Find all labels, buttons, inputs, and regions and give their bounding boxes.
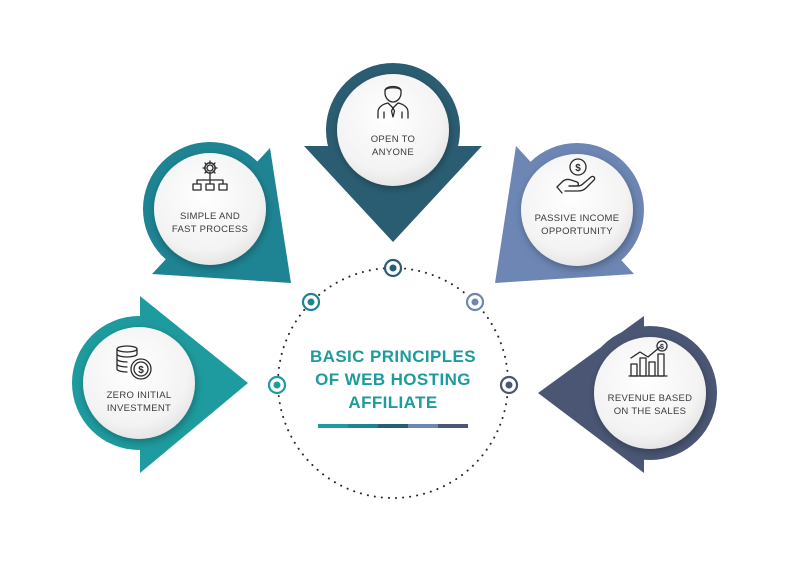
- gear-flowchart-icon: [192, 160, 228, 191]
- item-label-line-1: REVENUE BASED: [608, 393, 693, 404]
- title-line-2: OF WEB HOSTING: [315, 370, 471, 389]
- bar-chart-growth-icon: $: [628, 340, 668, 377]
- item-label-line-2: OPPORTUNITY: [541, 226, 613, 237]
- item-label-line-1: ZERO INITIAL: [107, 390, 172, 401]
- item-label-line-2: INVESTMENT: [107, 403, 171, 414]
- underline-segment: [438, 424, 468, 428]
- businessman-icon: [377, 85, 409, 119]
- item-disc: [521, 154, 633, 266]
- item-label-line-2: ON THE SALES: [614, 406, 687, 417]
- principle-open-to-anyone: OPEN TO ANYONE: [304, 63, 482, 242]
- coins-dollar-icon: $: [116, 345, 152, 380]
- item-label-line-2: ANYONE: [372, 147, 414, 158]
- item-disc: [83, 327, 195, 439]
- principle-simple-and-fast-process: SIMPLE AND FAST PROCESS: [143, 142, 291, 283]
- item-label-line-2: FAST PROCESS: [172, 224, 248, 235]
- svg-text:$: $: [138, 365, 144, 376]
- hand-coin-icon: $: [556, 158, 596, 194]
- underline-segment: [408, 424, 438, 428]
- principle-revenue-based-on-the-sales: $ REVENUE BASED ON THE SALES: [538, 316, 717, 473]
- ring-marker-upper-left: [301, 292, 321, 312]
- item-label-line-1: PASSIVE INCOME: [535, 213, 620, 224]
- underline-segment: [378, 424, 408, 428]
- ring-marker-top: [383, 258, 403, 278]
- svg-text:$: $: [575, 163, 581, 174]
- underline-segment: [348, 424, 378, 428]
- item-disc: [337, 74, 449, 186]
- ring-marker-left: [267, 375, 287, 395]
- item-disc: [594, 337, 706, 449]
- ring-marker-upper-right: [465, 292, 485, 312]
- underline-segment: [318, 424, 348, 428]
- principle-passive-income-opportunity: $ PASSIVE INCOME OPPORTUNITY: [495, 143, 644, 283]
- item-label-line-1: OPEN TO: [371, 134, 416, 145]
- title-underline: [318, 424, 468, 428]
- title-line-3: AFFILIATE: [348, 393, 437, 412]
- title-line-1: BASIC PRINCIPLES: [310, 347, 476, 366]
- svg-text:$: $: [660, 344, 664, 351]
- item-disc: [154, 153, 266, 265]
- ring-marker-right: [499, 375, 519, 395]
- item-label-line-1: SIMPLE AND: [180, 211, 240, 222]
- principle-zero-initial-investment: $ ZERO INITIAL INVESTMENT: [72, 296, 248, 473]
